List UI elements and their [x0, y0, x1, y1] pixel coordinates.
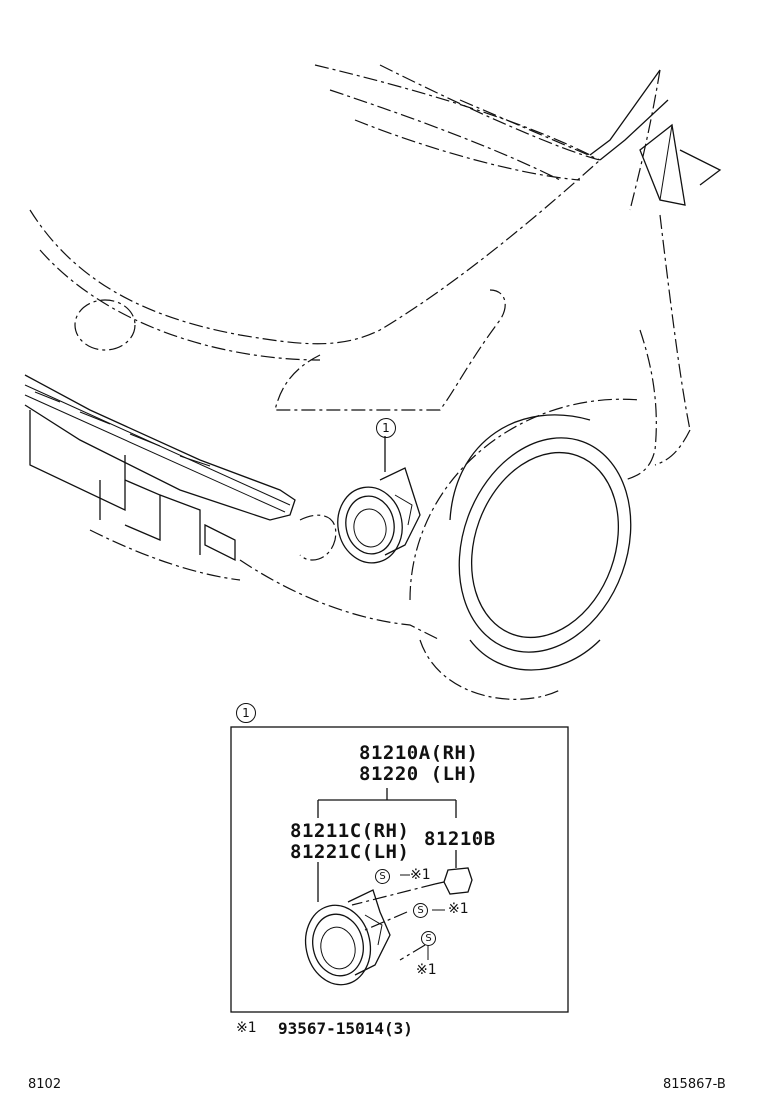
- assembly-lh-label: 81220 (LH): [359, 763, 479, 785]
- screw-symbol: S: [375, 869, 390, 884]
- note-mark: ※1: [410, 867, 431, 883]
- note-mark: ※1: [448, 901, 469, 917]
- assembly-rh-label: 81210A(RH): [359, 742, 479, 764]
- callout-box: 1: [236, 703, 256, 723]
- bulb-label: 81210B: [424, 828, 496, 850]
- screw-symbol: S: [421, 931, 436, 946]
- screw-symbol: S: [413, 903, 428, 918]
- vehicle-phantom-outline: [24, 64, 722, 700]
- housing-rh-label: 81211C(RH): [290, 820, 410, 842]
- fog-lamp-drawing: [304, 867, 473, 986]
- footnote-mark: ※1: [236, 1020, 257, 1036]
- callout-top: 1: [376, 418, 396, 438]
- page-code-left: 8102: [28, 1077, 62, 1092]
- housing-lh-label: 81221C(LH): [290, 841, 410, 863]
- note-mark: ※1: [416, 962, 437, 978]
- page-code-right: 815867-B: [663, 1077, 726, 1092]
- footnote-part-number: 93567-15014(3): [278, 1019, 413, 1038]
- parts-box: [230, 726, 569, 1013]
